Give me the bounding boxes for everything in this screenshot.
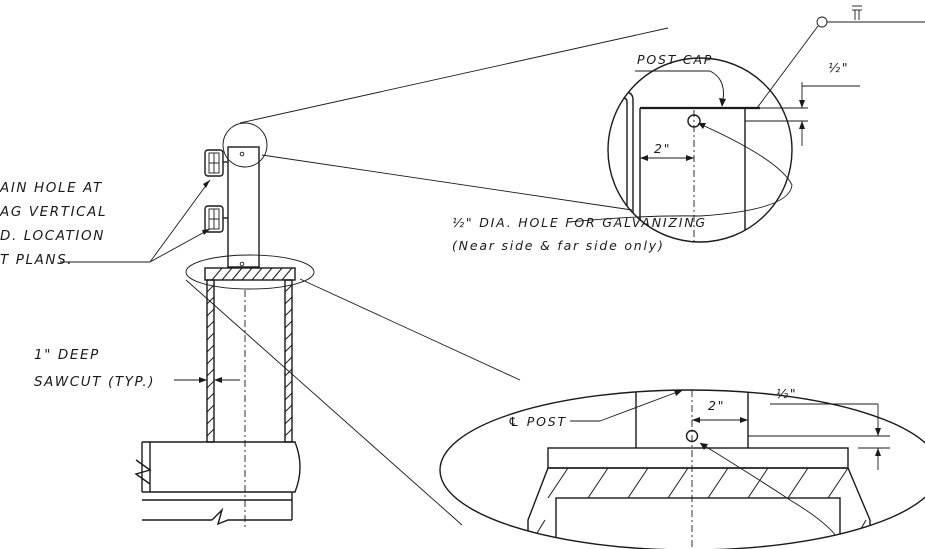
bottom-detail: [439, 389, 925, 549]
post-cap-plate: [204, 267, 296, 281]
drain-note-line-1: AIN HOLE AT: [0, 180, 103, 196]
sawcut-dimension: [174, 377, 240, 383]
half-inch-bottom-label: ½": [776, 386, 797, 401]
upper-post: [227, 146, 260, 268]
bottom-detail-ellipse: [439, 389, 925, 549]
rail-block-bottom: [204, 205, 224, 233]
concrete-base: [142, 441, 301, 493]
top-detail-circle: [607, 57, 793, 243]
sawcut-label: SAWCUT (TYP.): [34, 374, 155, 390]
post-cap-label: POST CAP: [637, 52, 713, 67]
cl-post-label: ℄ POST: [508, 414, 567, 429]
cap-hatch: [211, 267, 293, 281]
post-elevation: [134, 146, 301, 530]
galv-hole-label: ½" DIA. HOLE FOR GALVANIZING: [452, 215, 707, 230]
callout-top-connectors: [222, 27, 669, 211]
wall-hatch-right: [284, 284, 293, 437]
drain-leaders: [60, 179, 211, 263]
near-far-label: (Near side & far side only): [452, 238, 665, 253]
half-inch-top-label: ½": [828, 60, 849, 75]
two-inch-top-label: 2": [654, 141, 671, 156]
deep-label: 1" DEEP: [34, 347, 100, 363]
drain-note-line-2: AG VERTICAL: [0, 204, 107, 220]
callout-bottom-connectors: [185, 254, 521, 526]
drain-note-line-3: D. LOCATION: [0, 228, 105, 244]
drain-note-line-4: T PLANS.: [0, 252, 73, 268]
two-inch-bottom-label: 2": [708, 398, 725, 413]
wall-hatch-left: [206, 284, 215, 437]
bottom-hatch: [527, 467, 867, 549]
rail-block-top: [204, 149, 224, 177]
